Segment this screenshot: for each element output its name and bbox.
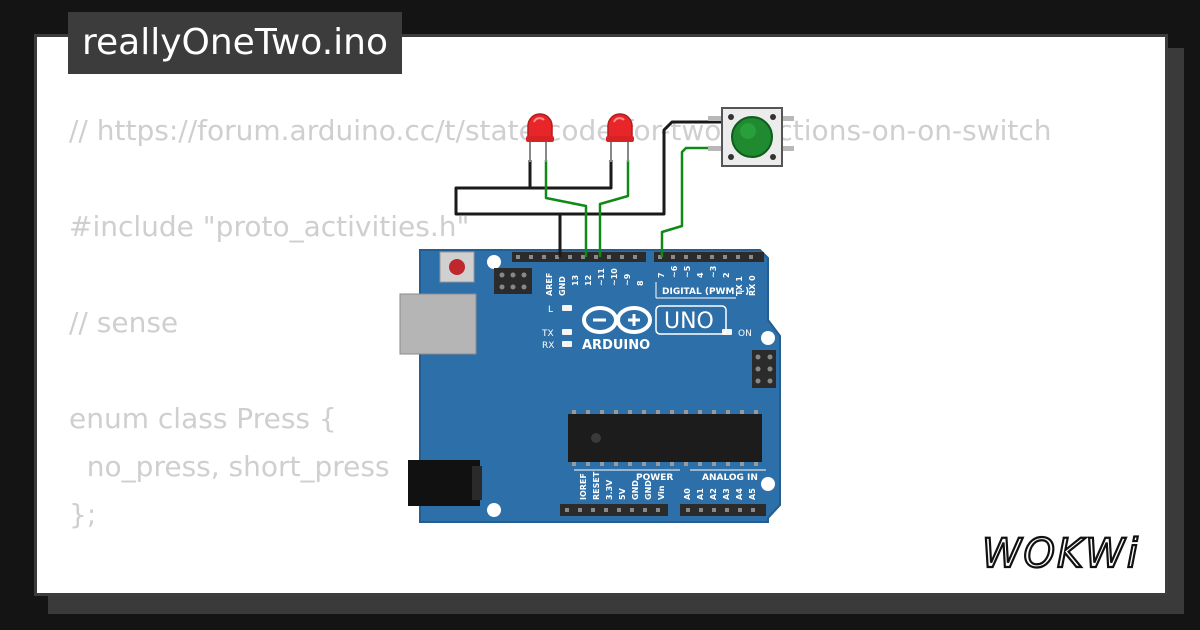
pin-label: ~6 bbox=[670, 265, 679, 278]
pin-label: GND bbox=[631, 480, 640, 500]
mounting-hole bbox=[487, 503, 501, 517]
code-line: }; bbox=[69, 498, 97, 531]
led-on-label: ON bbox=[738, 329, 752, 339]
power-label: POWER bbox=[636, 473, 673, 483]
code-preview: // https://forum.arduino.cc/t/state-code… bbox=[69, 107, 1165, 593]
pin-label: 4 bbox=[696, 272, 705, 278]
wokwi-logo: WOKWi bbox=[981, 530, 1140, 578]
code-line: // https://forum.arduino.cc/t/state-code… bbox=[69, 114, 1052, 147]
pin-label: 3.3V bbox=[605, 479, 614, 500]
pin-label: GND bbox=[558, 276, 567, 296]
code-line: no_press, short_press bbox=[69, 450, 390, 483]
pin-label: 2 bbox=[722, 272, 731, 278]
reset-button[interactable] bbox=[439, 251, 475, 283]
code-line: #include "proto_activities.h" bbox=[69, 210, 470, 243]
green-wires bbox=[544, 146, 726, 257]
pin-label: AREF bbox=[545, 273, 554, 296]
power-jack bbox=[408, 460, 482, 506]
pin-label: 5V bbox=[618, 487, 627, 500]
pin-label: A4 bbox=[735, 488, 744, 500]
arduino-brand: ARDUINO bbox=[582, 338, 650, 353]
pin-label: A5 bbox=[748, 488, 757, 500]
mounting-hole bbox=[761, 331, 775, 345]
digital-header[interactable] bbox=[512, 252, 764, 262]
green-pushbutton[interactable] bbox=[708, 107, 794, 167]
pin-label: Vin bbox=[657, 485, 666, 500]
led-tx-label: TX bbox=[541, 329, 554, 339]
arduino-uno-board[interactable]: AREF GND 13 12 ~11 ~10 ~9 8 7 ~6 ~5 4 ~3… bbox=[399, 249, 781, 523]
black-wires bbox=[454, 120, 726, 257]
pin-label: A0 bbox=[683, 488, 692, 500]
pin-label: 8 bbox=[636, 280, 645, 286]
digital-label: DIGITAL (PWM ~) bbox=[662, 287, 749, 297]
atmega-chip bbox=[568, 410, 762, 466]
pin-label: A3 bbox=[722, 488, 731, 500]
analog-label: ANALOG IN bbox=[702, 473, 758, 483]
power-analog-header[interactable] bbox=[560, 504, 766, 516]
pin-label: A2 bbox=[709, 488, 718, 500]
pin-label: A1 bbox=[696, 488, 705, 500]
pin-label: ~10 bbox=[610, 268, 619, 286]
pin-label: GND bbox=[644, 480, 653, 500]
icsp-right-header bbox=[752, 350, 776, 388]
mounting-hole bbox=[761, 477, 775, 491]
mounting-hole bbox=[487, 255, 501, 269]
usb-port bbox=[399, 293, 477, 355]
wokwi-logo-text: WOKWi bbox=[982, 531, 1140, 577]
pin-label: ~3 bbox=[709, 266, 718, 278]
pin-label: ~9 bbox=[623, 273, 632, 286]
red-led-1[interactable] bbox=[526, 113, 554, 162]
led-rx-label: RX bbox=[542, 341, 554, 351]
pin-label: RESET bbox=[592, 471, 601, 500]
pin-label: TX 1 bbox=[735, 276, 744, 296]
pin-label: 12 bbox=[584, 275, 593, 286]
pin-label: 13 bbox=[571, 275, 580, 286]
pin-label: ~5 bbox=[683, 265, 692, 278]
pin-label: 7 bbox=[657, 272, 666, 278]
code-line: // sense bbox=[69, 306, 179, 339]
icsp-header bbox=[494, 268, 532, 294]
arduino-logo: ARDUINO bbox=[582, 306, 652, 353]
pin-label: IOREF bbox=[579, 473, 588, 500]
pin-label: RX 0 bbox=[748, 275, 757, 296]
onboard-leds: L TX RX ON bbox=[541, 305, 752, 351]
pin-label: ~11 bbox=[597, 268, 606, 286]
project-title[interactable]: reallyOneTwo.ino bbox=[68, 12, 402, 74]
board-model: UNO bbox=[664, 309, 714, 334]
code-line: enum class Press { bbox=[69, 402, 337, 435]
led-l-label: L bbox=[548, 305, 553, 315]
red-led-2[interactable] bbox=[606, 113, 634, 162]
